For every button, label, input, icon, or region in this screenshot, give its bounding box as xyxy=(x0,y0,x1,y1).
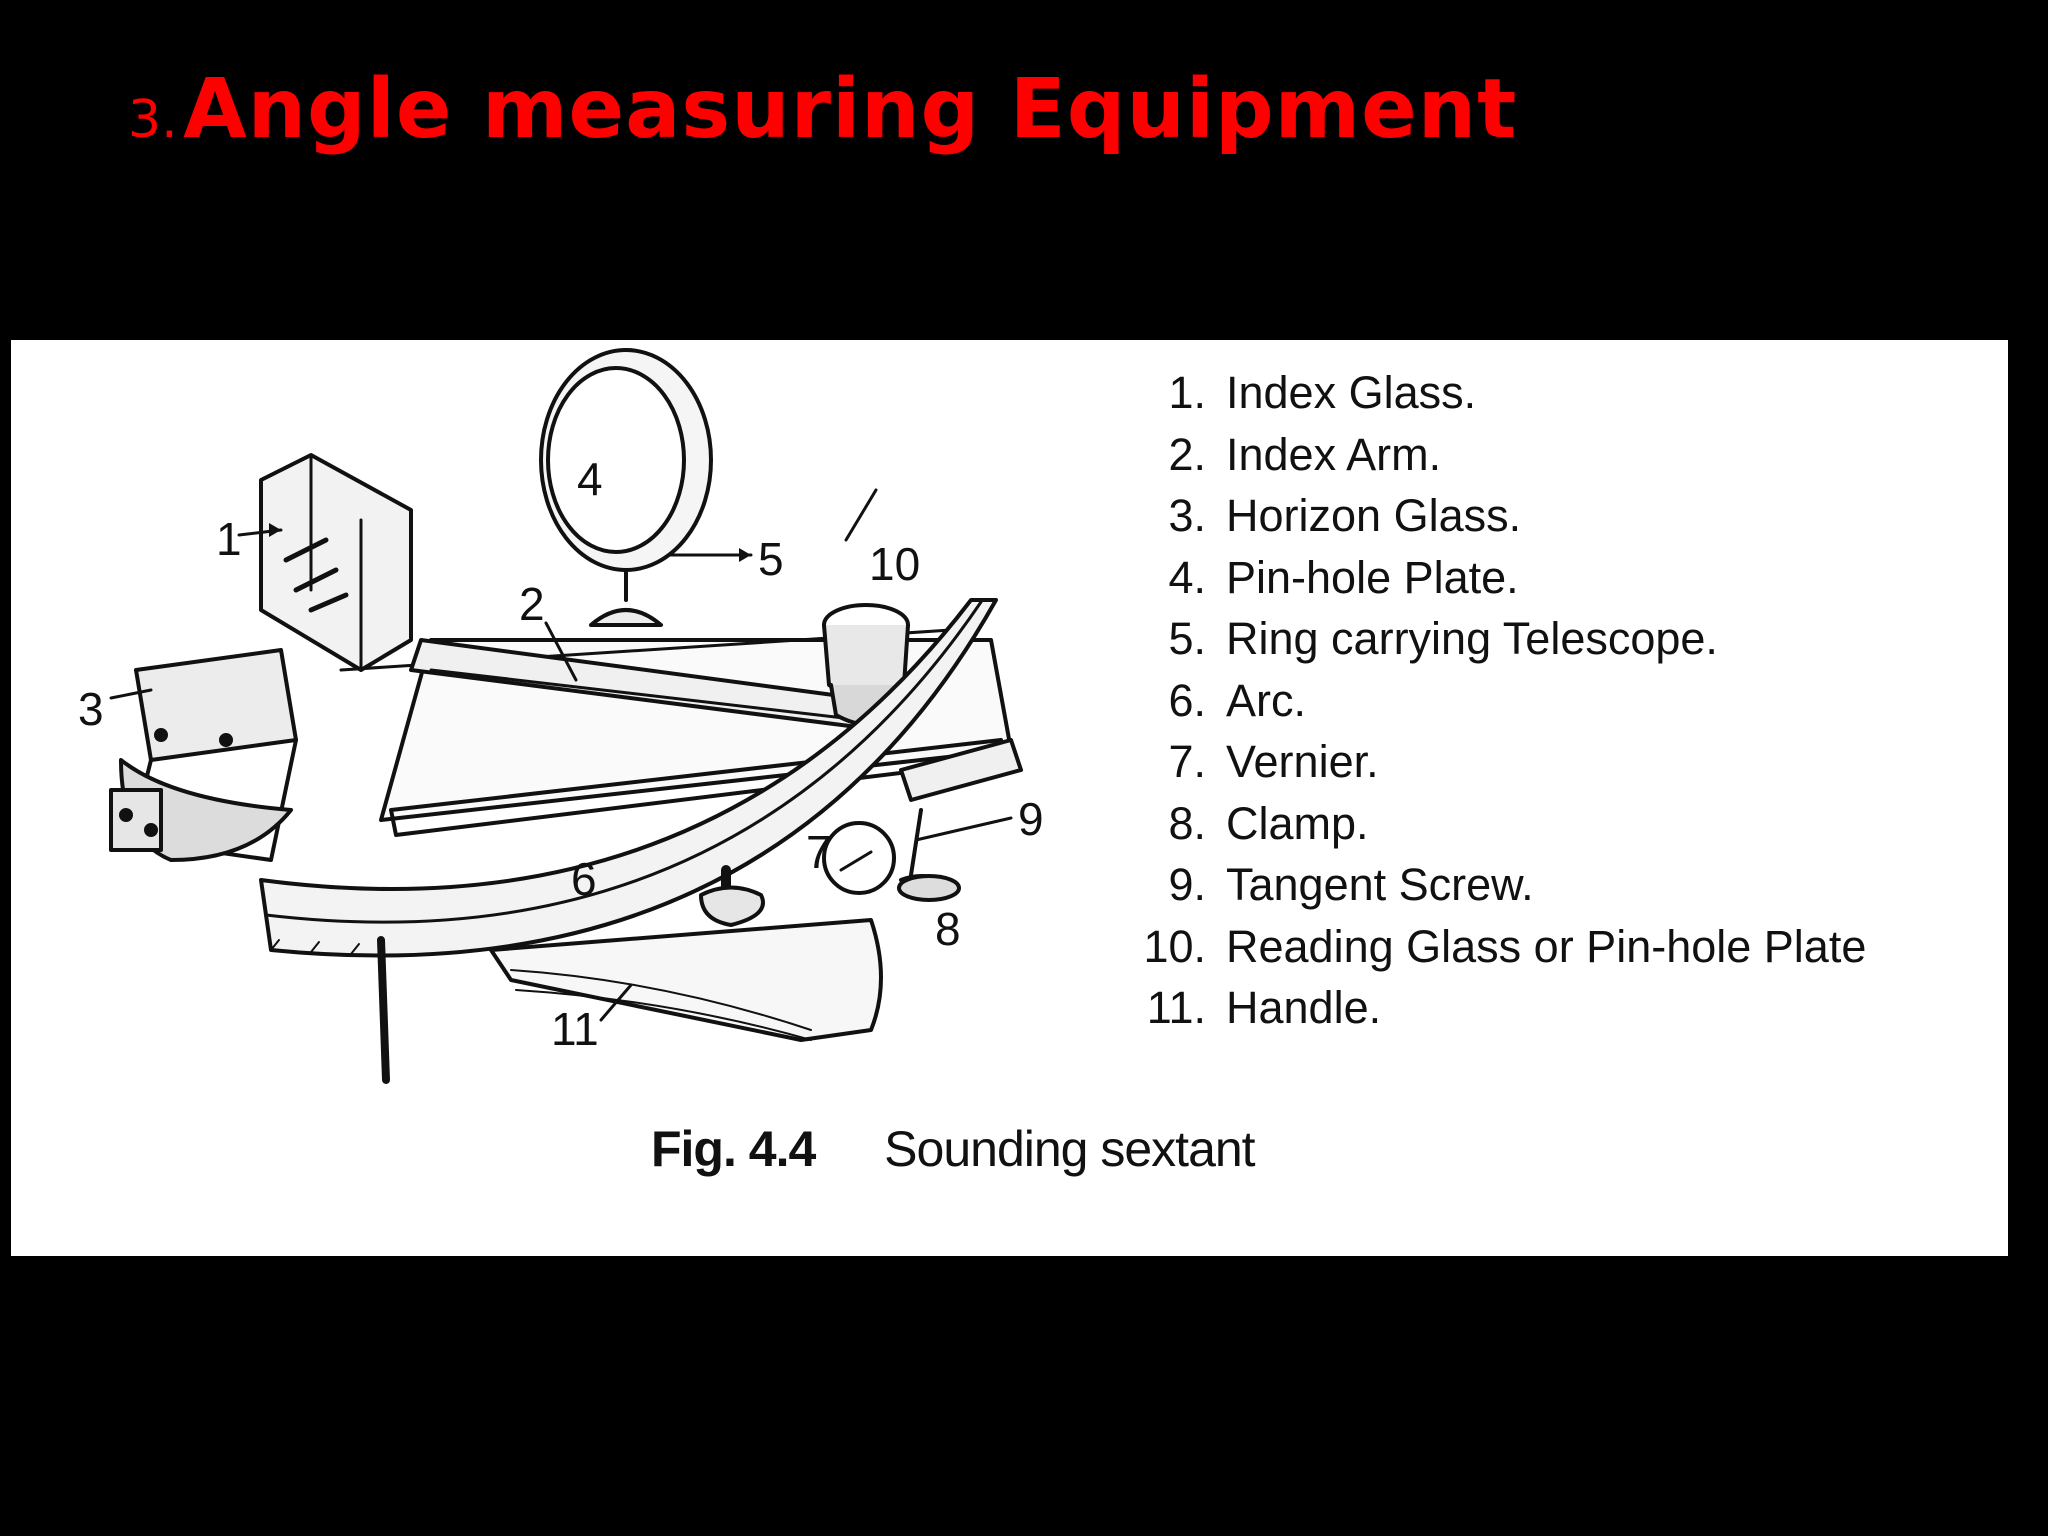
legend-item: 6.Arc. xyxy=(1168,674,1307,726)
callout-9: 9 xyxy=(1018,793,1044,845)
callout-4: 4 xyxy=(577,453,603,505)
callout-3: 3 xyxy=(78,683,104,735)
legend-item: 11.Handle. xyxy=(1146,982,1382,1033)
figure-panel: 1 2 3 4 5 6 7 8 9 10 11 1.Index Glass. 2… xyxy=(11,340,2008,1256)
legend-item: 7.Vernier. xyxy=(1168,736,1379,787)
slide-title-number: 3. xyxy=(128,90,178,150)
legend-item: 10.Reading Glass or Pin-hole Plate xyxy=(1143,920,1867,972)
figure-caption-text: Sounding sextant xyxy=(884,1121,1255,1177)
legend-item: 2.Index Arm. xyxy=(1168,428,1442,480)
legend-item: 4.Pin-hole Plate. xyxy=(1168,551,1519,603)
callout-6: 6 xyxy=(571,853,597,905)
callout-7: 7 xyxy=(806,826,832,878)
callout-1: 1 xyxy=(216,513,242,565)
callout-5: 5 xyxy=(758,533,784,585)
sextant-illustration: 1 2 3 4 5 6 7 8 9 10 11 xyxy=(78,348,1044,1084)
slide-title: 3. Angle measuring Equipment xyxy=(128,62,1517,157)
legend-item: 5.Ring carrying Telescope. xyxy=(1168,613,1718,664)
parts-legend: 1.Index Glass. 2.Index Arm. 3.Horizon Gl… xyxy=(1096,362,1866,1039)
callout-2: 2 xyxy=(519,578,545,630)
legend-item: 1.Index Glass. xyxy=(1168,367,1477,418)
slide-title-text: Angle measuring Equipment xyxy=(183,62,1518,157)
legend-item: 3.Horizon Glass. xyxy=(1168,490,1522,541)
legend-item: 8.Clamp. xyxy=(1168,797,1369,849)
figure-number: Fig. 4.4 xyxy=(651,1121,816,1177)
callout-11: 11 xyxy=(551,1003,599,1055)
callout-8: 8 xyxy=(935,903,961,955)
callout-10: 10 xyxy=(869,538,920,590)
figure-caption: Fig. 4.4 Sounding sextant xyxy=(651,1120,1256,1178)
legend-item: 9.Tangent Screw. xyxy=(1168,859,1534,910)
